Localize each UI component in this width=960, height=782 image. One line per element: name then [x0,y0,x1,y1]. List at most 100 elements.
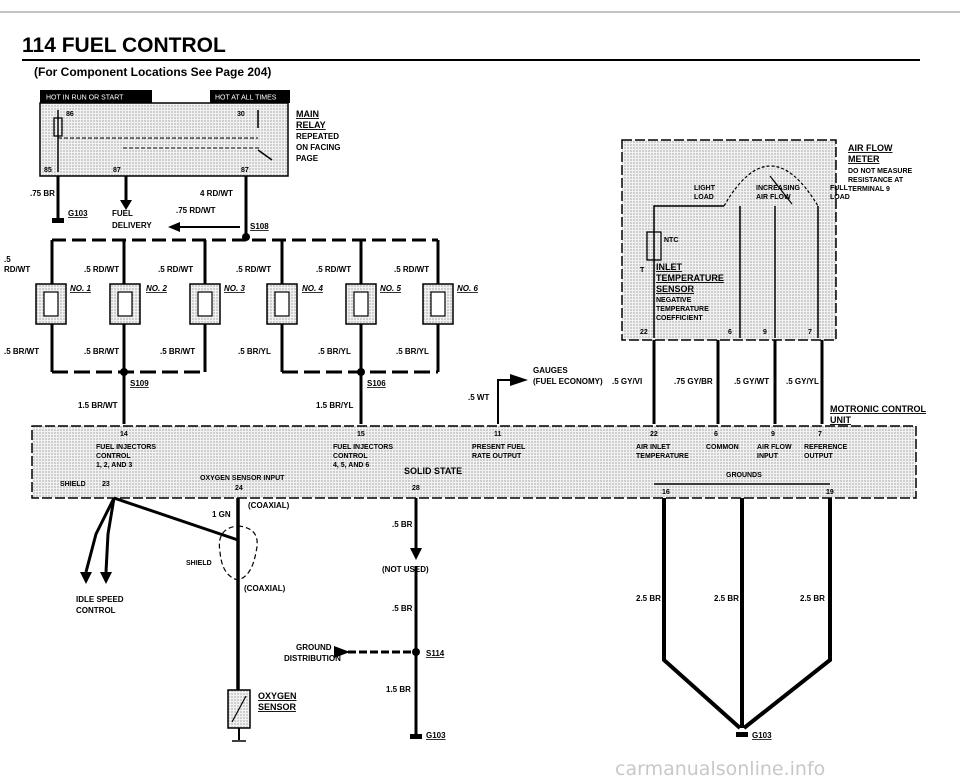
afm-note-2: RESISTANCE AT [848,177,904,184]
ecu-title-2: UNIT [830,415,851,425]
not-used-label: (NOT USED) [382,565,429,574]
afm-full-1: FULL [830,185,849,192]
wire-15br: 1.5 BR [386,685,411,694]
ecu-shield: SHIELD [60,481,86,488]
wire-5br-a: .5 BR [392,520,413,529]
afm-ecu-wires [652,340,824,424]
afm-wire-3: .5 GY/WT [734,377,769,386]
afm-increasing-1: INCREASING [756,185,801,192]
return-label-5: .5 BR/YL [318,347,351,356]
ecu-ref-2: OUTPUT [804,453,834,460]
ecu-inj-b-1: FUEL INJECTORS [333,444,393,451]
motronic-control-unit [31,425,917,499]
ecu-common: COMMON [706,444,739,451]
air-flow-meter-box [621,139,837,341]
coax-shield [218,525,258,581]
relay-name-4: ON FACING [296,143,340,152]
ecu-inj-a-3: 1, 2, AND 3 [96,462,132,469]
afm-wiper [769,175,793,205]
g103-label-bottom-right: G103 [752,731,772,740]
injector-3: NO. 3 [189,283,245,325]
ecu-pin-24: 24 [235,485,243,492]
relay-switch [257,149,273,161]
return-label-2: .5 BR/WT [84,347,119,356]
ecu-pfr-2: RATE OUTPUT [472,453,522,460]
wire-4rdwt: 4 RD/WT [200,189,233,198]
afm-pin-6: 6 [728,329,732,336]
s114-splice [412,648,420,656]
ecu-pfr-1: PRESENT FUEL [472,444,526,451]
injector-2: NO. 2 [109,283,167,325]
afm-wire-1: .5 GY/VI [612,377,642,386]
pin28-wires [348,498,418,738]
coaxial-b: (COAXIAL) [244,584,286,593]
ecu-pin-11: 11 [494,431,502,438]
sensor-line-6: COEFFICIENT [656,315,703,322]
ecu-solid-state: SOLID STATE [404,466,462,476]
coaxial-a: (COAXIAL) [248,501,290,510]
relay-output-wires [56,176,248,236]
afm-title-2: METER [848,154,880,164]
supply-label-1b: RD/WT [4,265,30,274]
afm-light-1: LIGHT [694,185,716,192]
relay-name-5: PAGE [296,154,319,163]
fuel-delivery-arrow [120,200,132,210]
oxygen-sensor-symbol [231,695,247,723]
s114-label: S114 [426,649,445,658]
ecu-ait-2: TEMPERATURE [636,453,689,460]
s109-splice [120,368,128,376]
afm-note-1: DO NOT MEASURE [848,168,913,175]
s106-splice [357,368,365,376]
s108-label: S108 [250,222,269,231]
g103-ground-top [52,218,64,223]
supply-label-4: .5 RD/WT [236,265,271,274]
supply-label-5: .5 RD/WT [316,265,351,274]
ground-dist-2: DISTRIBUTION [284,654,341,663]
gauges-wire [497,379,510,424]
wire-15bryl: 1.5 BR/YL [316,401,353,410]
ecu-pin-7: 7 [818,431,822,438]
injector-4-label: NO. 4 [302,284,323,293]
return-label-4: .5 BR/YL [238,347,271,356]
return-label-3: .5 BR/WT [160,347,195,356]
supply-label-2: .5 RD/WT [84,265,119,274]
ntc-resistor [646,231,662,261]
sensor-line-3: SENSOR [656,284,695,294]
afm-pin-22: 22 [640,329,648,336]
fuel-delivery-1: FUEL [112,209,133,218]
ecu-pin-15: 15 [357,431,365,438]
relay-coil [53,117,63,137]
page-title: 114 FUEL CONTROL [22,34,226,57]
wire-15brwt: 1.5 BR/WT [78,401,118,410]
gauges-arrow [510,374,528,386]
banner-all-times-text: HOT AT ALL TIMES [215,95,277,102]
return-label-6: .5 BR/YL [396,347,429,356]
wire-075rdwt: .75 RD/WT [176,206,216,215]
g103-label-top: G103 [68,209,88,218]
relay-pin-85: 85 [44,167,52,174]
ecu-inj-a-1: FUEL INJECTORS [96,444,156,451]
not-used-arrow [410,548,422,560]
oxy-label-2: SENSOR [258,702,297,712]
watermark: carmanualsonline.info [615,758,825,780]
ecu-ait-1: AIR INLET [636,444,671,451]
s109-label: S109 [130,379,149,388]
injector-5-label: NO. 5 [380,284,401,293]
sensor-line-4: NEGATIVE [656,297,692,304]
wire-75br: .75 BR [30,189,55,198]
injector-1-label: NO. 1 [70,284,91,293]
ground-wire-3: 2.5 BR [800,594,825,603]
banner-all-times [210,90,290,103]
injector-3-label: NO. 3 [224,284,245,293]
gauges-label-2: (FUEL ECONOMY) [533,377,603,386]
ground-wire-1: 2.5 BR [636,594,661,603]
ground-dist-1: GROUND [296,643,332,652]
sensor-line-1: INLET [656,262,683,272]
relay-name-2: RELAY [296,120,326,130]
afm-wire-4: .5 GY/YL [786,377,819,386]
banner-run-start [40,90,152,103]
g103-ground-bottom-left [410,734,422,739]
relay-pin-87a: 87 [113,167,121,174]
ecu-grounds: GROUNDS [726,472,762,479]
